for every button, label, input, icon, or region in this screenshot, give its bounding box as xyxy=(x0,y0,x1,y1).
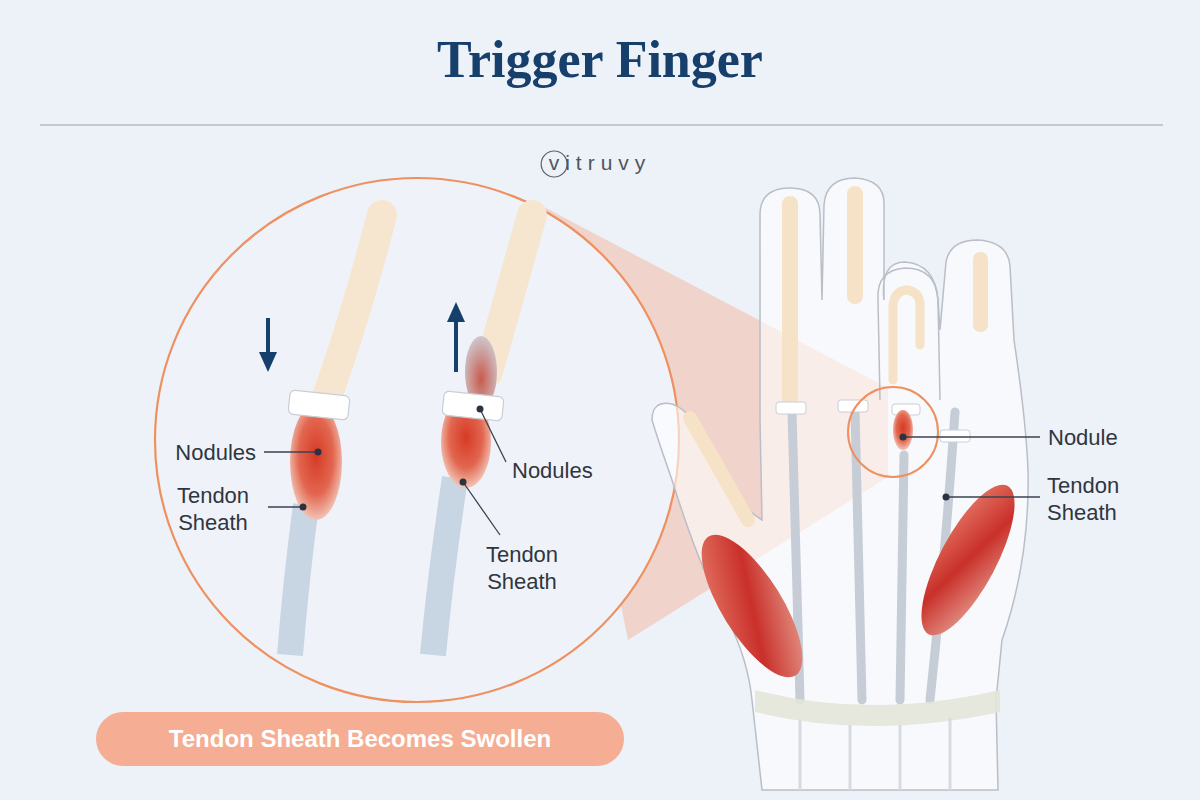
part-label: Nodules xyxy=(175,439,256,466)
tendon-flexed xyxy=(288,215,382,655)
page-title: Trigger Finger xyxy=(437,29,763,91)
arrow-up xyxy=(447,302,465,372)
arrow-down xyxy=(259,318,277,372)
part-label: Nodules xyxy=(512,457,593,484)
part-label: Tendon Sheath xyxy=(153,482,273,536)
summary-banner: Tendon Sheath Becomes Swollen xyxy=(96,712,624,766)
zoom-source-circle xyxy=(848,387,938,477)
part-label: Tendon Sheath xyxy=(462,541,582,595)
hand xyxy=(652,178,1032,790)
leader-lines xyxy=(264,406,506,536)
banner-text: Tendon Sheath Becomes Swollen xyxy=(169,725,551,753)
part-label: Nodule xyxy=(1048,424,1118,451)
leader-lines xyxy=(900,434,1041,501)
zoom-circle xyxy=(155,178,679,702)
header-rule xyxy=(40,124,1163,125)
brand-logo: vitruvy xyxy=(549,150,652,176)
part-label: Tendon Sheath xyxy=(1047,472,1167,526)
